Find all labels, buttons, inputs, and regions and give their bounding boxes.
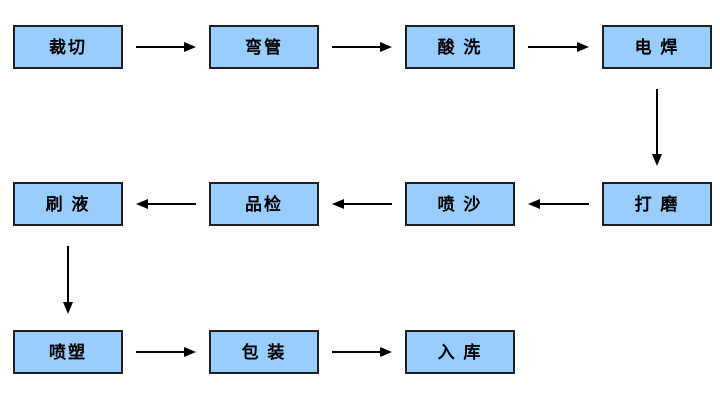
flow-node-caiqie: 裁切 (13, 25, 123, 69)
flow-node-pensha: 喷 沙 (405, 182, 515, 226)
arrow-suanxi-dianhan-shaft (528, 46, 577, 48)
arrow-pensha-pinjian-shaft (344, 203, 392, 205)
flow-node-damo: 打 磨 (602, 182, 712, 226)
flow-node-shuaye: 刷 液 (13, 182, 123, 226)
flow-node-pinjian: 品检 (209, 182, 319, 226)
arrow-caiqie-wanguan-shaft (136, 46, 184, 48)
arrow-shuaye-pensu-head (63, 302, 73, 314)
arrow-dianhan-damo-head (652, 154, 662, 166)
arrow-pensha-pinjian-head (332, 199, 344, 209)
flow-node-pensu: 喷塑 (13, 330, 123, 374)
arrow-shuaye-pensu-shaft (67, 246, 69, 302)
arrow-caiqie-wanguan-head (184, 42, 196, 52)
flow-node-dianhan: 电 焊 (602, 25, 712, 69)
arrow-pensu-baozhuang-head (184, 347, 196, 357)
flow-node-ruku: 入 库 (405, 330, 515, 374)
arrow-damo-pensha-shaft (540, 203, 589, 205)
arrow-pinjian-shuaye-head (136, 199, 148, 209)
arrow-pinjian-shuaye-shaft (148, 203, 196, 205)
flow-node-baozhuang: 包 装 (209, 330, 319, 374)
arrow-damo-pensha-head (528, 199, 540, 209)
arrow-baozhuang-ruku-head (380, 347, 392, 357)
arrow-pensu-baozhuang-shaft (136, 351, 184, 353)
flow-node-wanguan: 弯管 (209, 25, 319, 69)
arrow-wanguan-suanxi-head (380, 42, 392, 52)
flow-node-suanxi: 酸 洗 (405, 25, 515, 69)
arrow-wanguan-suanxi-shaft (332, 46, 380, 48)
arrow-baozhuang-ruku-shaft (332, 351, 380, 353)
arrow-suanxi-dianhan-head (577, 42, 589, 52)
arrow-dianhan-damo-shaft (656, 89, 658, 154)
